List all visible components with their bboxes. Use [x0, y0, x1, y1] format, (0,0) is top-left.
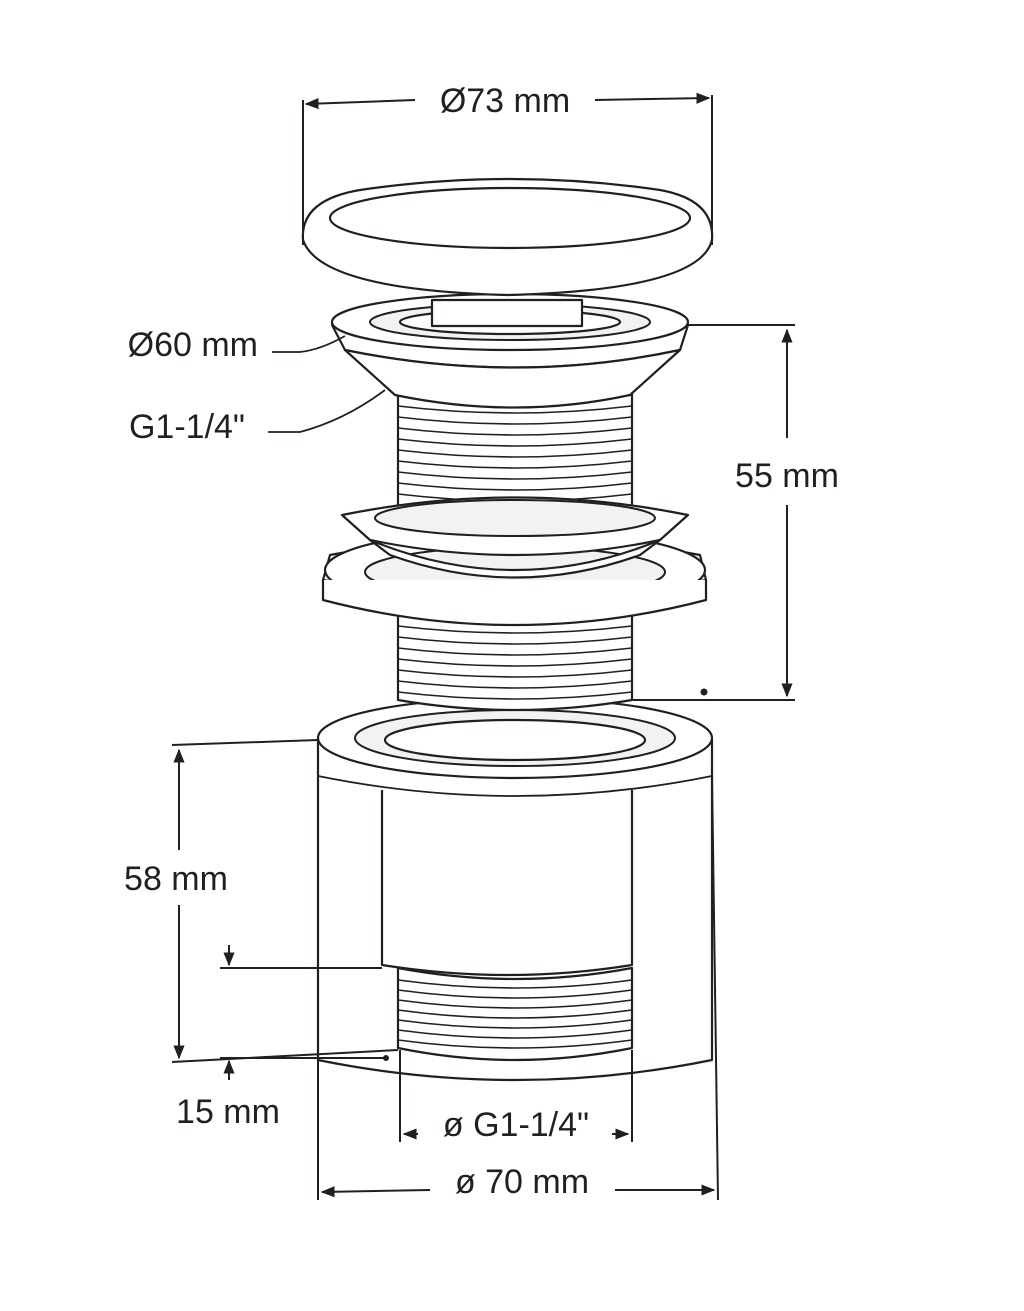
dim-flange-diameter: Ø60 mm [128, 326, 346, 364]
thread-ridge [397, 449, 633, 458]
dim-thread-top: G1-1/4" [129, 389, 386, 446]
thread-ridge [397, 636, 633, 645]
thread-top-label: G1-1/4" [129, 408, 245, 446]
dim-thread-length: 15 mm [176, 945, 389, 1131]
thread-ridge [397, 625, 633, 634]
thread-ridge [397, 471, 633, 480]
thread-length-label: 15 mm [176, 1093, 280, 1131]
thread-ridge [397, 658, 633, 667]
thread-ridge [397, 979, 633, 989]
dim-body-diameter: ø 70 mm [317, 774, 719, 1201]
thread-ridge [397, 647, 633, 656]
thread-ridge [397, 1039, 633, 1049]
height-upper-label: 55 mm [735, 457, 839, 495]
body-diameter-label: ø 70 mm [455, 1163, 589, 1201]
thread-ridge [397, 1009, 633, 1019]
dim-cap-diameter: Ø73 mm [302, 82, 713, 245]
dim-height-upper: 55 mm [632, 324, 839, 701]
thread-ridge [397, 460, 633, 469]
cap-diameter-label: Ø73 mm [440, 82, 570, 120]
thread-ridge [397, 438, 633, 447]
thread-ridge [397, 482, 633, 491]
dim-thread-bottom: ø G1-1/4" [399, 1050, 633, 1144]
thread-ridge [397, 989, 633, 999]
thread-ridge [397, 405, 633, 414]
pop-up-cap [301, 177, 714, 297]
thread-ridge [397, 427, 633, 436]
thread-ridge [397, 999, 633, 1009]
thread-ridge [397, 680, 633, 689]
thread-ridge [397, 691, 633, 700]
flange [330, 292, 690, 409]
conical-washer [340, 496, 690, 579]
flange-diameter-label: Ø60 mm [128, 326, 258, 364]
height-lower-label: 58 mm [124, 860, 228, 898]
thread-ridge [397, 1029, 633, 1039]
thread-ridge [397, 416, 633, 425]
thread-bottom-label: ø G1-1/4" [443, 1106, 589, 1144]
thread-ridge [397, 669, 633, 678]
dim-height-lower: 58 mm [124, 739, 399, 1063]
thread-ridge [397, 1019, 633, 1029]
lower-thread [396, 966, 634, 1062]
